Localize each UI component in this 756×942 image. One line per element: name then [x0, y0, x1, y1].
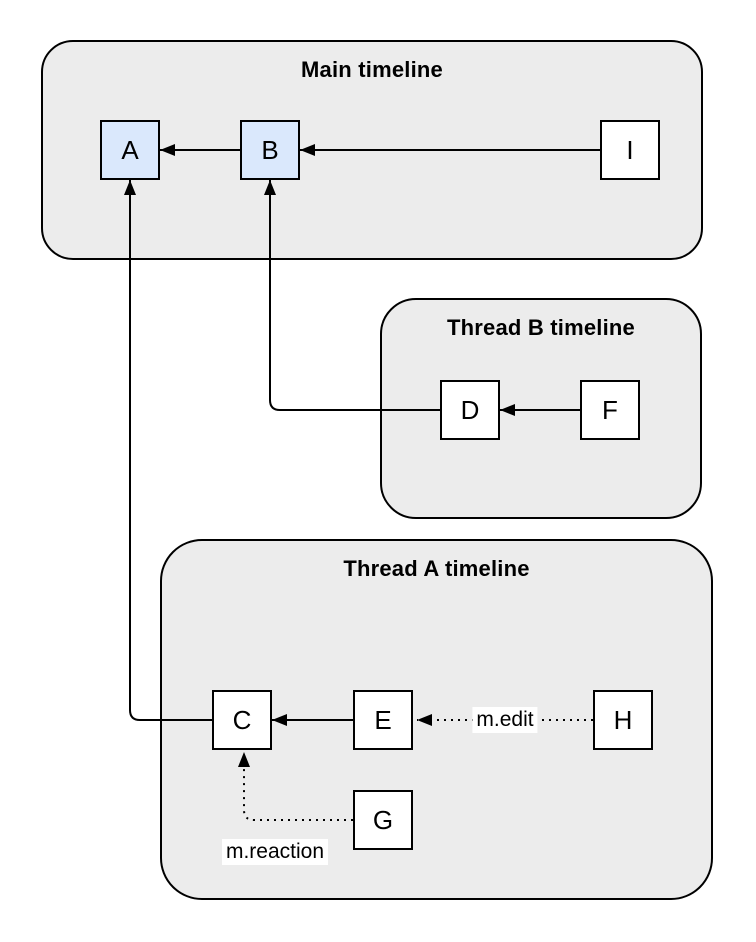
node-b-label: B — [261, 135, 279, 165]
node-b: B — [240, 120, 300, 180]
edge-label-m-reaction: m.reaction — [221, 839, 329, 865]
group-main-timeline-title: Main timeline — [301, 57, 443, 82]
node-i: I — [600, 120, 660, 180]
node-e: E — [353, 690, 413, 750]
node-c-label: C — [232, 705, 252, 735]
node-f: F — [580, 380, 640, 440]
node-h: H — [593, 690, 653, 750]
node-g: G — [353, 790, 413, 850]
node-f-label: F — [602, 395, 618, 425]
node-c: C — [212, 690, 272, 750]
node-d-label: D — [460, 395, 480, 425]
node-h-label: H — [613, 705, 633, 735]
group-thread-a-timeline-title: Thread A timeline — [343, 556, 530, 581]
node-g-label: G — [372, 805, 394, 835]
node-a: A — [100, 120, 160, 180]
node-d: D — [440, 380, 500, 440]
node-a-label: A — [121, 135, 139, 165]
node-e-label: E — [374, 705, 392, 735]
node-i-label: I — [626, 135, 634, 165]
group-thread-b-timeline: Thread B timeline — [380, 298, 702, 519]
edge-label-m-edit: m.edit — [472, 707, 538, 733]
group-thread-b-timeline-title: Thread B timeline — [447, 315, 635, 340]
